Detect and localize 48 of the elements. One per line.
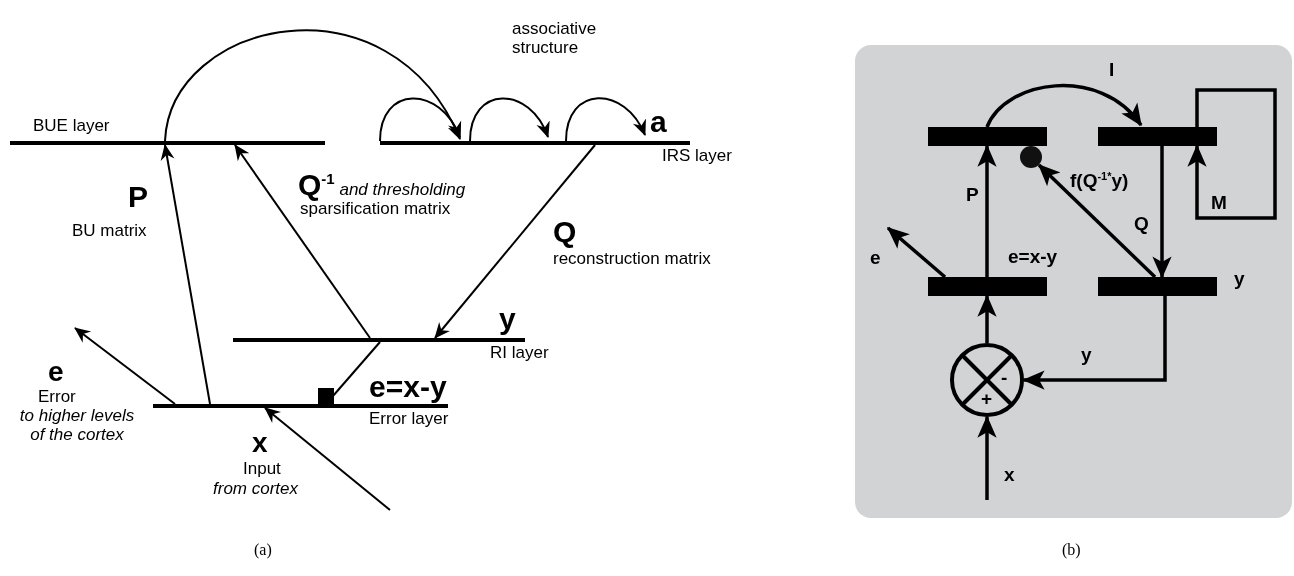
variable-label: e=x-y [1008,247,1058,268]
arrow [379,97,461,142]
subfigure-caption: (b) [1062,541,1081,559]
variable-label: y [499,302,516,335]
annotation-text: to higher levels of the cortex [18,407,136,445]
arrow [977,415,997,500]
arrow [469,97,549,142]
arrow [164,30,461,142]
variable-label: a [650,105,667,138]
arrow [1152,146,1172,279]
sign-symbol: - [1001,368,1008,387]
sign-symbol: + [981,389,993,408]
variable-label: Q [553,215,577,248]
arrow [160,144,211,405]
arrow [977,294,997,343]
layer-label: IRS layer [662,147,732,166]
edge-label: Q [1133,214,1150,235]
arrow [985,84,1143,128]
variable-label: e=x-y [369,370,447,403]
arrow [264,407,391,511]
edge-label: f(Q$^{-1*}$y) [1069,170,1130,193]
annotation-text: associative structure [512,20,598,58]
variable-label: P [128,180,148,213]
annotation-text: Error [38,388,76,407]
arrow [977,144,997,277]
variable-label: y [1234,269,1245,290]
layer-label: BUE layer [33,117,110,136]
arrow [74,327,176,405]
subfigure-caption: (a) [254,541,272,559]
panel-background [855,45,1292,518]
arrow [234,144,371,339]
annotation-text: Q$^{-1}$ and thresholding [298,168,466,201]
connector-line [318,341,381,405]
annotation-text: sparsification matrix [300,200,451,219]
variable-label: e [48,357,64,388]
layer-label: Error layer [369,410,449,429]
arrow [1037,163,1157,279]
annotation-text: BU matrix [72,222,147,241]
variable-label: x [252,428,268,459]
annotation-text: reconstruction matrix [553,250,711,269]
arrow [1187,88,1277,220]
annotation-text: Input [243,460,281,479]
annotation-text: from cortex [213,480,299,499]
layer-label: RI layer [490,344,549,363]
arrow [434,144,596,339]
arrow [1022,296,1167,390]
arrow [886,226,947,279]
arrow [565,97,646,142]
